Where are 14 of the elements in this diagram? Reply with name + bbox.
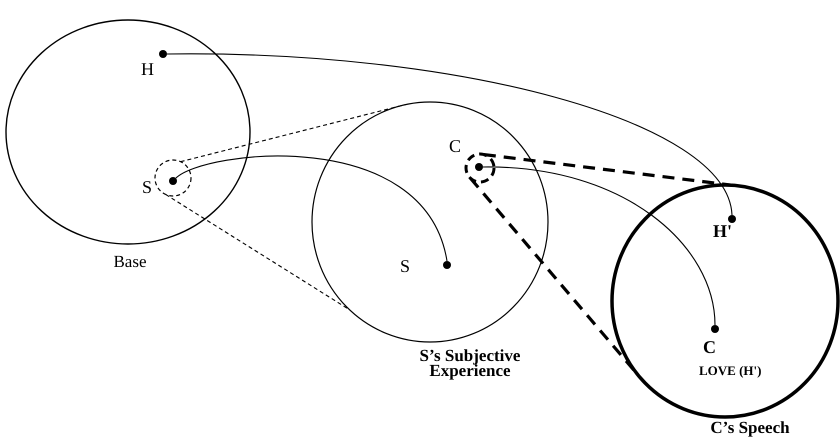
point-label: H <box>141 60 154 78</box>
space-label: C’s Speech <box>709 420 791 435</box>
space-label: S’s Subjective Experience <box>418 348 522 378</box>
connector-line <box>176 156 448 262</box>
space-label: Base <box>112 254 148 269</box>
point-label: C <box>449 137 462 155</box>
connector-line <box>167 53 733 216</box>
dashed-projection-line <box>165 194 350 310</box>
point-label: S <box>142 178 152 196</box>
point-label: LOVE (H') <box>699 364 762 377</box>
point-label: S <box>400 257 410 275</box>
point-label: H' <box>713 222 732 240</box>
connector-line <box>482 166 716 326</box>
point-label: C <box>703 338 716 356</box>
